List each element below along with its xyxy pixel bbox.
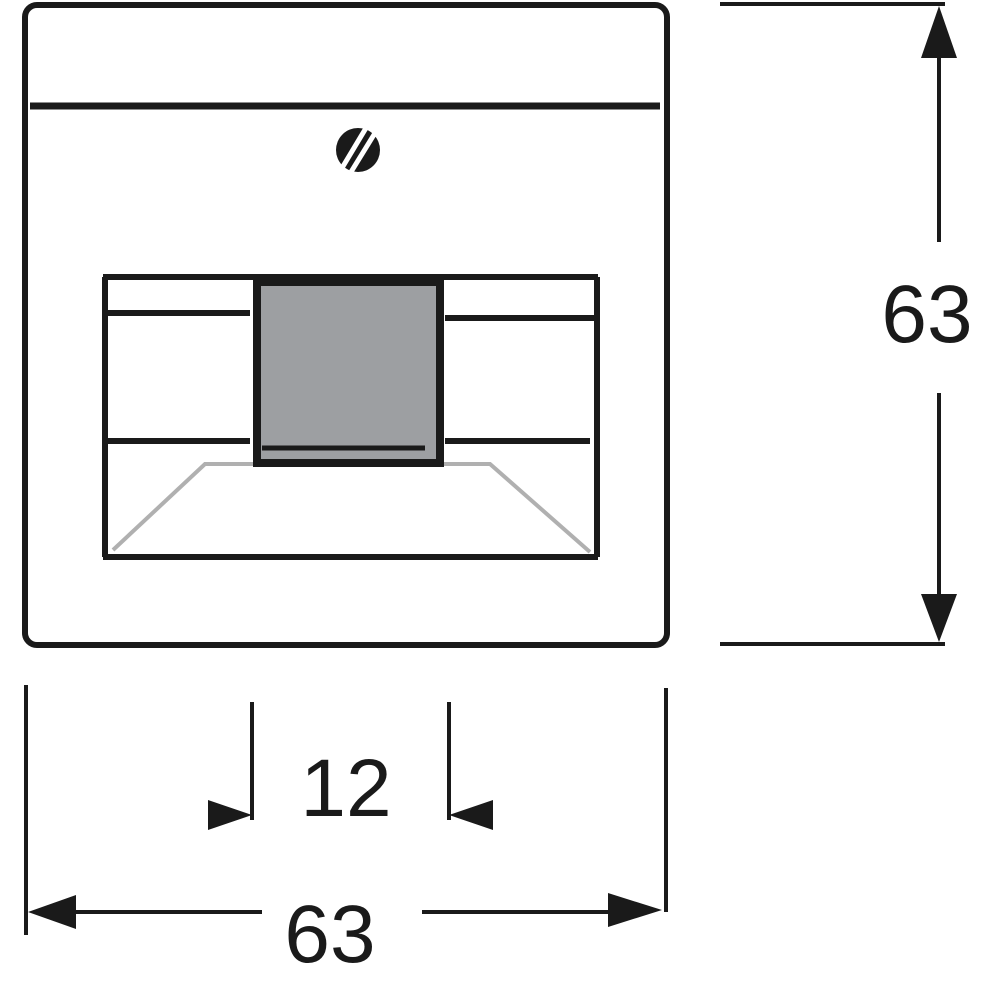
arrow-up-icon bbox=[921, 6, 957, 58]
opening-label: 12 bbox=[300, 743, 391, 834]
arrow-down-icon bbox=[921, 594, 957, 642]
opening-dimension bbox=[208, 702, 493, 830]
entry-bevel bbox=[111, 462, 592, 554]
arrow-left-icon bbox=[28, 895, 76, 929]
arrow-left-icon bbox=[449, 800, 493, 830]
jack-insert bbox=[253, 278, 444, 467]
arrow-right-icon bbox=[608, 893, 662, 927]
socket-frame bbox=[102, 274, 600, 560]
height-dimension bbox=[720, 2, 957, 646]
arrow-right-icon bbox=[208, 800, 252, 830]
height-label: 63 bbox=[881, 269, 972, 360]
width-label: 63 bbox=[284, 889, 375, 980]
side-ribs bbox=[108, 310, 594, 444]
width-dimension bbox=[24, 685, 668, 935]
screw-icon bbox=[336, 126, 380, 174]
cover-plate-outline bbox=[22, 2, 670, 648]
